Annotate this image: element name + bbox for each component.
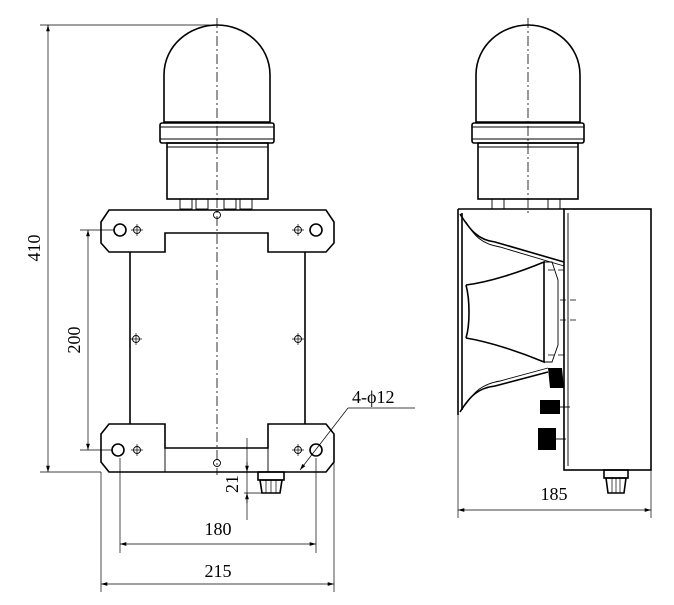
mount-hole-top-left (113, 223, 127, 237)
front-view: 410 200 21 180 215 4-ϕ12 (24, 18, 415, 592)
front-beacon-base (166, 142, 269, 200)
dim-text-410: 410 (24, 235, 44, 262)
dim-text-185: 185 (541, 484, 568, 504)
mount-hole-top-right (309, 223, 323, 237)
side-enclosure (563, 208, 652, 471)
front-screws (130, 211, 304, 467)
dim-text-215: 215 (205, 561, 232, 581)
dim-text-180: 180 (205, 519, 232, 539)
side-horn-throat (465, 260, 545, 364)
dim-text-hole-spec: 4-ϕ12 (352, 387, 394, 407)
mount-hole-bottom-right (309, 443, 323, 457)
dim-text-200: 200 (64, 327, 84, 354)
hole-leader (299, 407, 349, 471)
side-connectors (538, 368, 570, 450)
side-view: 185 (457, 18, 652, 518)
dim-text-21: 21 (222, 475, 242, 493)
side-mount-bracket (457, 208, 564, 415)
side-cable-gland (603, 469, 629, 494)
mount-hole-bottom-left (111, 443, 125, 457)
front-bottom-mount-plate (100, 423, 335, 473)
front-cable-gland (257, 471, 285, 494)
front-top-mount-plate (100, 209, 335, 253)
side-horn-flare (459, 213, 565, 263)
